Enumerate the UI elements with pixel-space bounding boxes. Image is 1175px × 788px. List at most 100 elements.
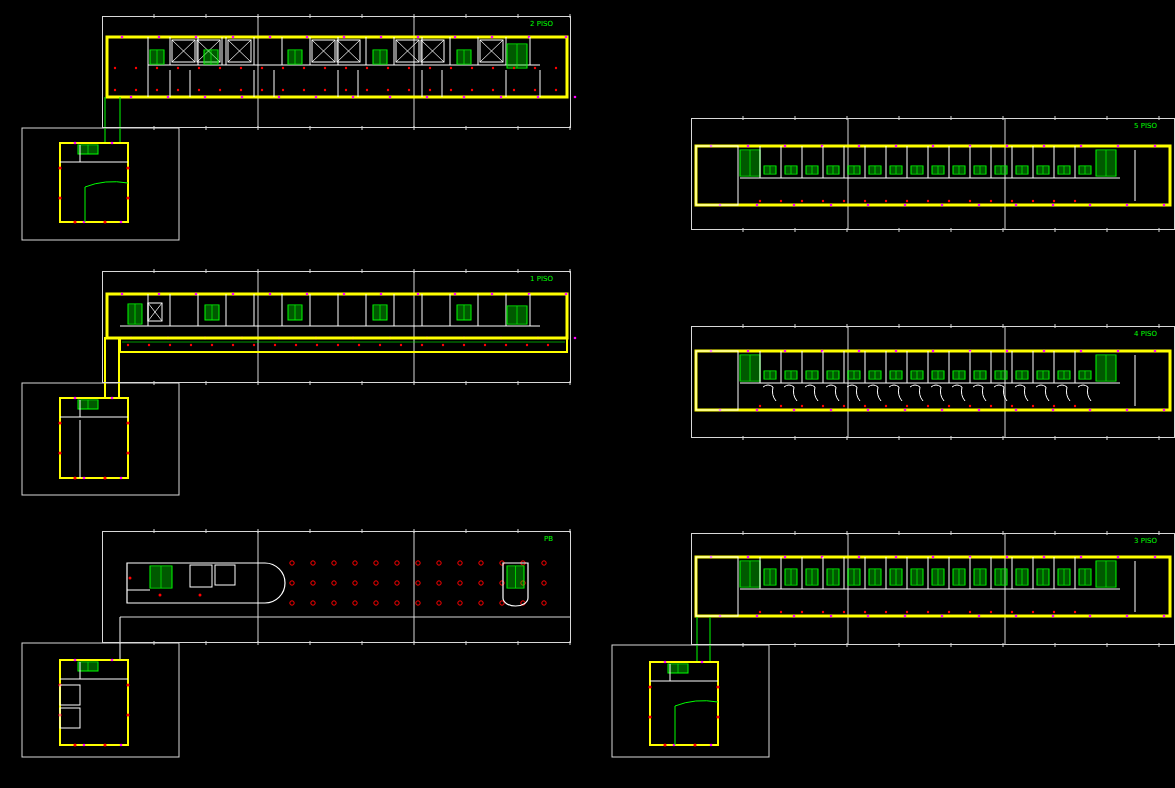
plan-line <box>1055 228 1056 232</box>
column-dot <box>555 89 557 91</box>
plan-rect <box>288 305 302 320</box>
plan-rect <box>827 166 839 174</box>
column-dot <box>1053 405 1055 407</box>
plan-line <box>206 126 207 130</box>
column-dot <box>450 89 452 91</box>
plan-line <box>1085 569 1086 585</box>
column-dot <box>199 594 202 597</box>
column-dot <box>547 344 549 346</box>
column-dot <box>1074 405 1076 407</box>
plan-rect <box>480 40 503 62</box>
column-dot <box>1080 145 1083 148</box>
column-dot <box>103 743 106 746</box>
column-dot <box>759 611 761 613</box>
plan-line <box>258 16 259 128</box>
plan-line <box>450 37 451 65</box>
column-dot <box>120 221 123 224</box>
column-dot <box>1006 556 1009 559</box>
plan-path <box>931 385 944 401</box>
column-dot <box>126 683 129 686</box>
column-dot <box>195 36 198 39</box>
column-dot <box>177 89 179 91</box>
plan-line <box>844 146 845 178</box>
column-dot <box>408 89 410 91</box>
plan-line <box>478 294 479 326</box>
plan-path <box>889 385 902 401</box>
column-dot <box>261 89 263 91</box>
plan-line <box>1022 569 1023 585</box>
plan-line <box>1003 228 1004 232</box>
column-dot <box>269 36 272 39</box>
plan-line <box>875 166 876 174</box>
floor-title: 1 PISO <box>529 275 554 284</box>
plan-line <box>466 126 467 130</box>
plan-line <box>540 70 541 97</box>
plan-line <box>127 590 150 591</box>
plan-path <box>1078 385 1091 401</box>
column-ring <box>521 581 525 585</box>
plan-line <box>886 146 887 178</box>
plan-path <box>503 563 528 606</box>
plan-line <box>848 326 849 438</box>
plan-path <box>868 385 881 401</box>
plan-path <box>784 385 797 401</box>
column-dot <box>1163 409 1166 412</box>
column-dot <box>932 350 935 353</box>
column-dot <box>885 200 887 202</box>
plan-rect <box>78 400 98 409</box>
plan-line <box>1043 371 1044 379</box>
plan-line <box>120 617 121 660</box>
column-dot <box>1117 556 1120 559</box>
plan-line <box>823 557 824 589</box>
plan-rect <box>215 565 235 585</box>
column-ring <box>311 581 315 585</box>
plan-line <box>282 294 283 326</box>
plan-path <box>675 701 718 706</box>
column-dot <box>648 715 651 718</box>
plan-line <box>338 70 339 97</box>
column-dot <box>120 477 123 480</box>
plan-path <box>952 385 965 401</box>
plan-line <box>506 37 507 65</box>
column-dot <box>295 344 297 346</box>
column-dot <box>822 200 824 202</box>
column-dot <box>505 344 507 346</box>
column-dot <box>948 611 950 613</box>
column-dot <box>1080 350 1083 353</box>
plan-rect <box>827 569 839 585</box>
plan-line <box>450 294 451 326</box>
column-dot <box>126 713 129 716</box>
column-dot <box>941 615 944 618</box>
plan-line <box>791 371 792 379</box>
plan-rect <box>150 566 172 588</box>
column-dot <box>1126 615 1129 618</box>
plan-line <box>795 228 796 232</box>
plan-line <box>206 381 207 385</box>
plan-line <box>358 70 359 97</box>
plan-line <box>60 162 128 163</box>
plan-line <box>170 37 171 65</box>
column-dot <box>417 36 420 39</box>
plan-line <box>148 37 149 97</box>
plan-line <box>396 40 419 62</box>
plan-line <box>991 557 992 589</box>
plan-line <box>148 303 162 321</box>
column-dot <box>867 409 870 412</box>
plan-line <box>675 706 676 745</box>
plan-line <box>928 351 929 383</box>
column-dot <box>232 293 235 296</box>
plan-line <box>80 662 81 679</box>
column-dot <box>858 145 861 148</box>
plan-line <box>865 557 866 589</box>
plan-line <box>781 146 782 178</box>
plan-line <box>886 351 887 383</box>
column-dot <box>1052 409 1055 412</box>
column-dot <box>759 200 761 202</box>
column-ring <box>374 601 378 605</box>
plan-line <box>938 166 939 174</box>
column-ring <box>290 561 294 565</box>
plan-line <box>1012 146 1013 178</box>
plan-line <box>1054 146 1055 178</box>
sheet-frame: PB <box>102 531 571 643</box>
column-ring <box>374 581 378 585</box>
